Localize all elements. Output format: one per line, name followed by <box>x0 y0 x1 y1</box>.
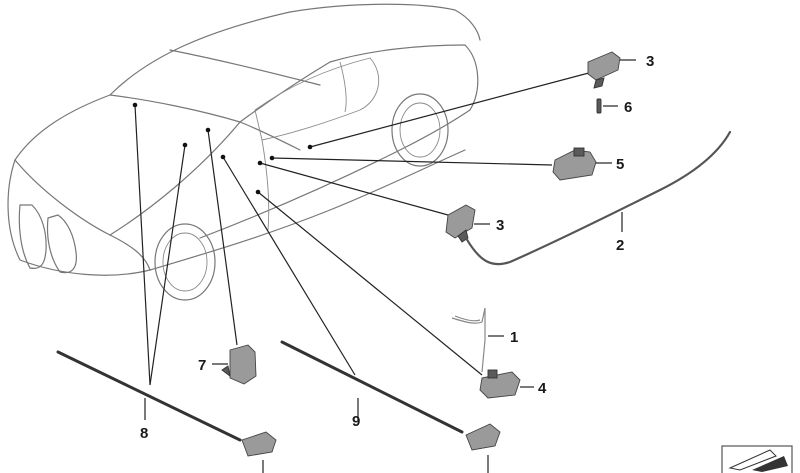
callout-6: 6 <box>624 99 632 116</box>
callout-4: 4 <box>538 380 547 397</box>
callout-3-middle: 3 <box>496 217 504 234</box>
leader-lines <box>132 69 601 473</box>
callout-7: 7 <box>198 357 206 374</box>
part-8-rail <box>56 350 277 457</box>
part-4-sensor <box>479 369 534 399</box>
part-3-sensor-top <box>587 51 636 89</box>
callout-3-top: 3 <box>646 53 654 70</box>
callout-5: 5 <box>616 156 624 173</box>
callout-labels: 1 2 3 3 4 5 6 7 8 9 <box>140 53 654 442</box>
view-navigation-arrow-icon[interactable] <box>721 445 793 473</box>
part-1-bracket <box>451 307 504 373</box>
part-7-sensor <box>212 344 257 385</box>
callout-8: 8 <box>140 425 148 442</box>
callout-9: 9 <box>352 413 360 430</box>
part-5-module <box>552 147 612 181</box>
part-9-rail <box>280 340 501 451</box>
callout-2: 2 <box>616 237 624 254</box>
part-2-cable <box>464 130 732 266</box>
part-6-pin <box>596 98 618 114</box>
car-outline-illustration <box>7 3 481 301</box>
callout-1: 1 <box>510 329 518 346</box>
part-3-sensor-middle <box>445 204 490 243</box>
